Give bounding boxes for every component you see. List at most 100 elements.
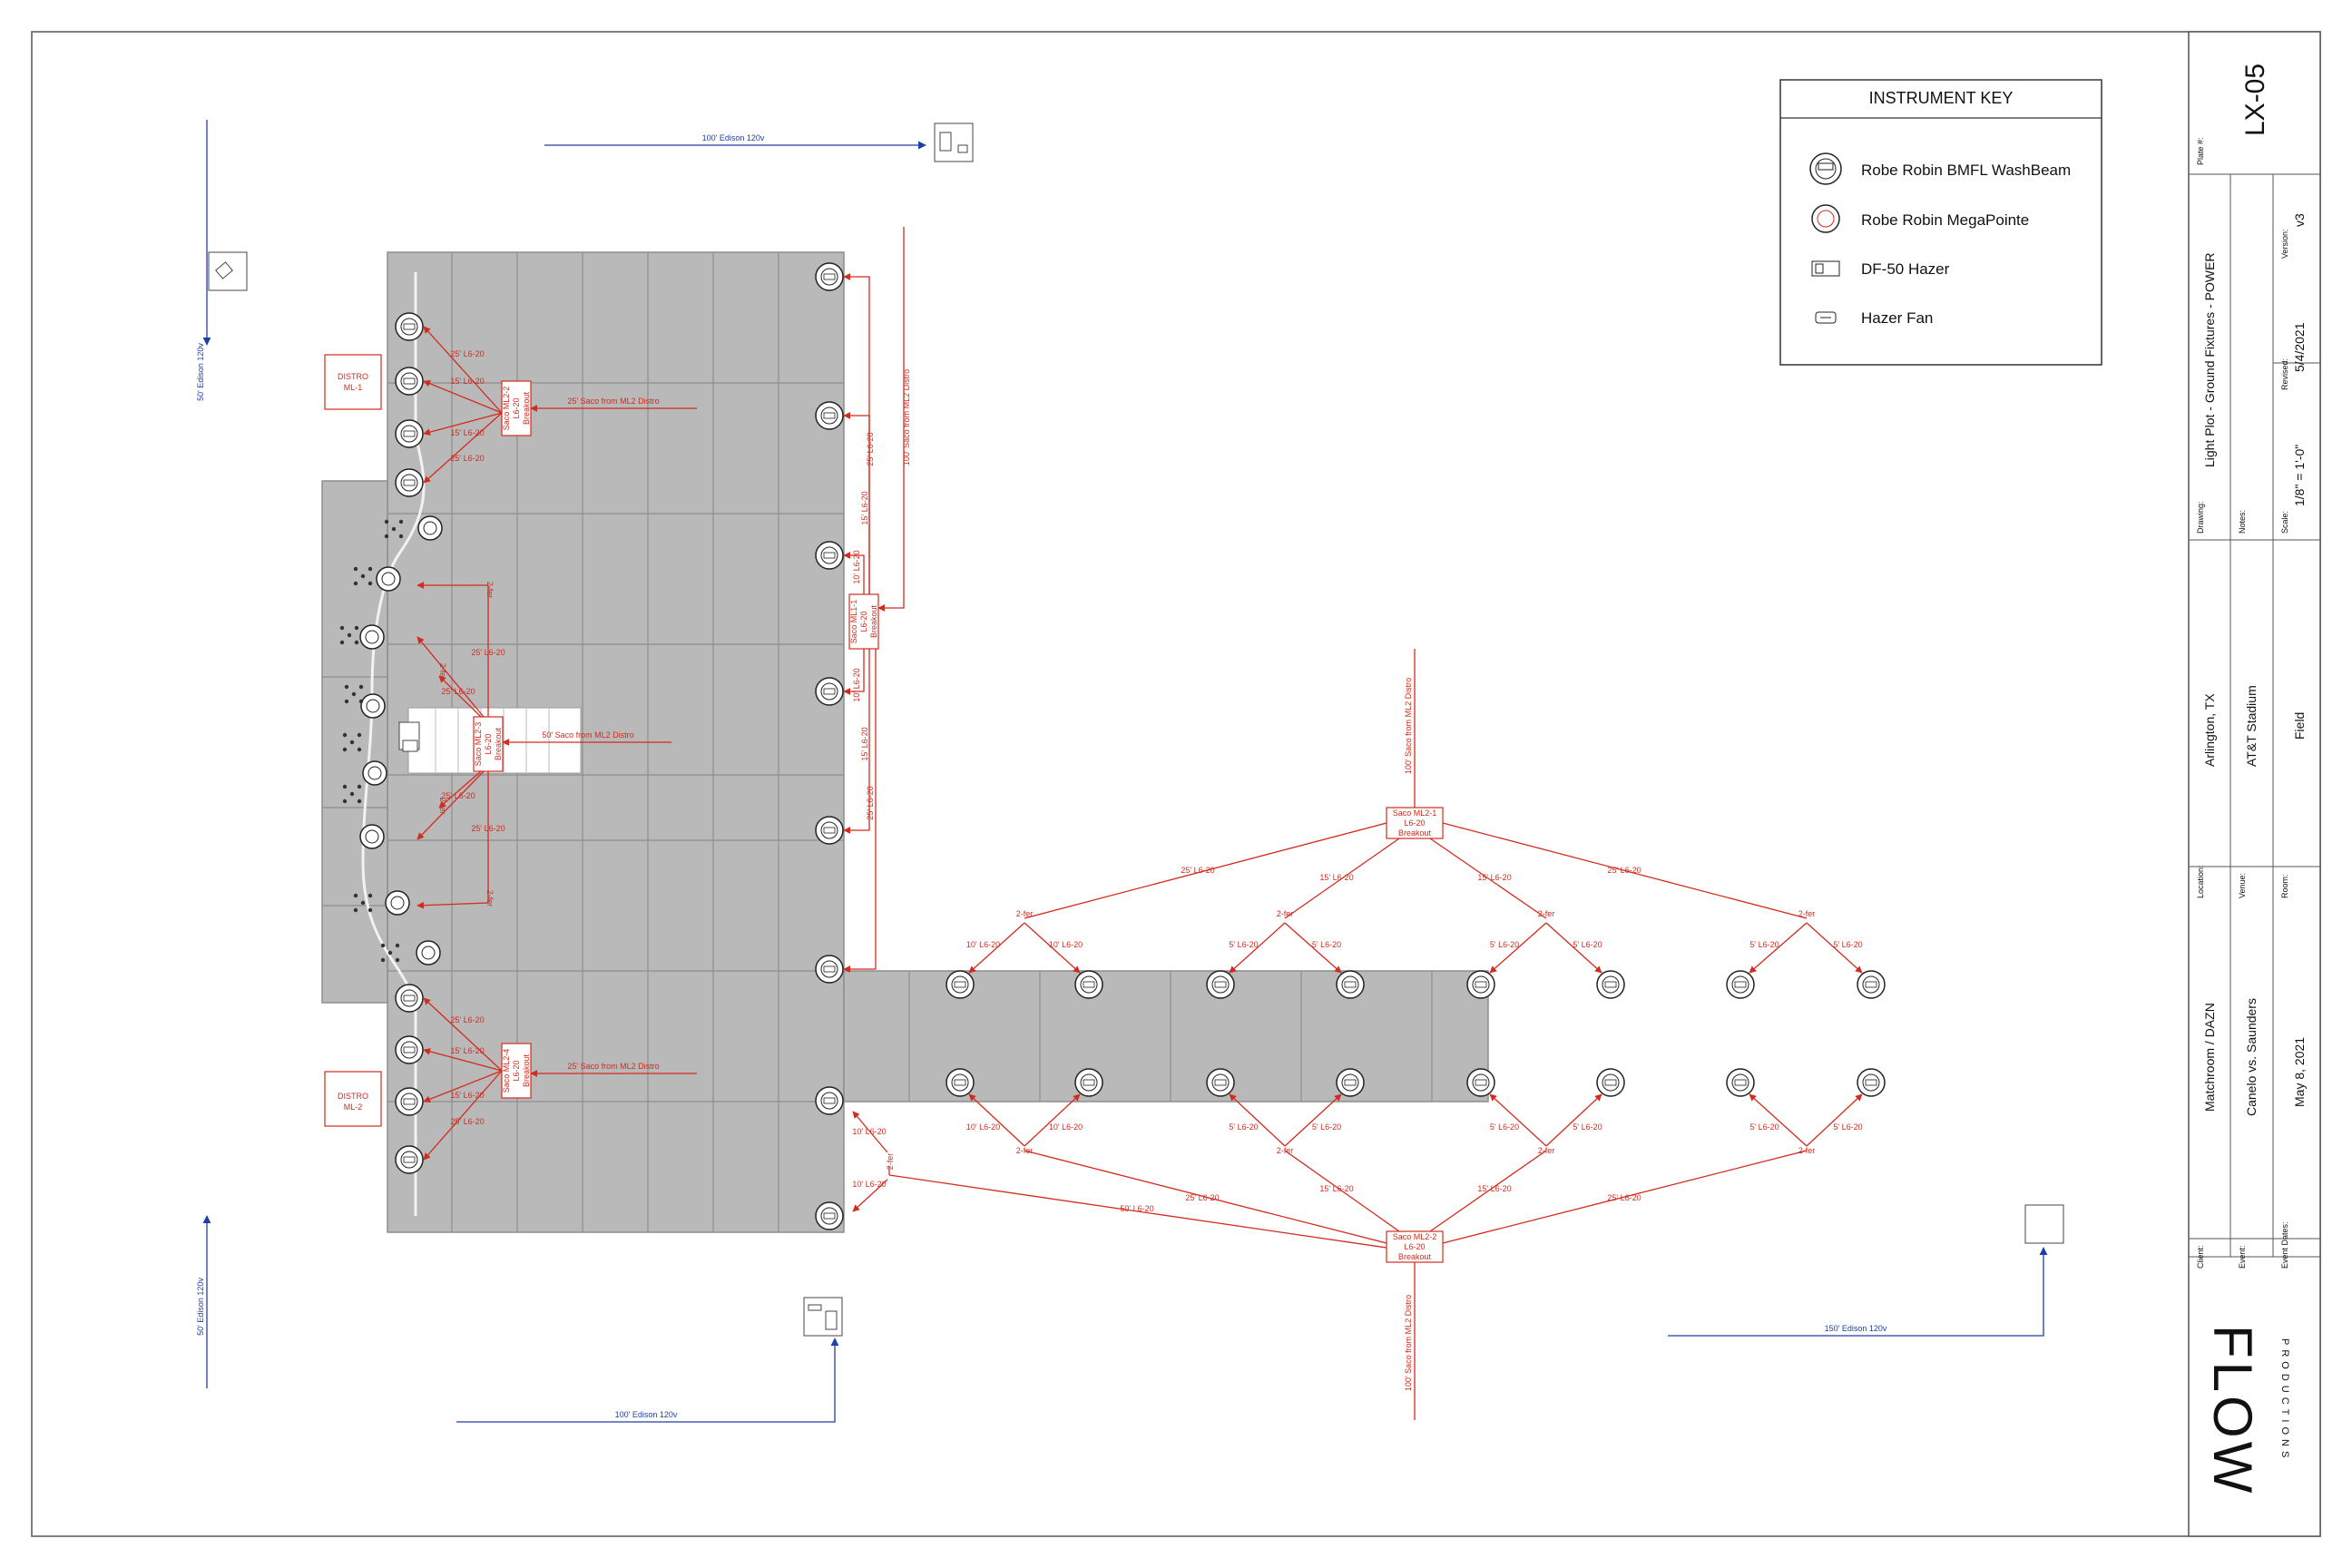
cable-label: 25' L6-20 (471, 648, 505, 657)
hazer-fan-icon (353, 566, 373, 586)
key-item-label: Hazer Fan (1861, 309, 1933, 327)
svg-text:DISTRO: DISTRO (338, 372, 368, 381)
key-title: INSTRUMENT KEY (1869, 89, 2014, 107)
cable-label: 100' Saco from ML2 Distro (1404, 1295, 1413, 1391)
power-cable (423, 412, 503, 436)
megapointe-fixture (359, 624, 385, 650)
svg-text:L6-20: L6-20 (512, 397, 521, 418)
cable-label: 100' Saco from ML2 Distro (902, 369, 911, 466)
version-label: Version: (2280, 229, 2289, 259)
cable-label: 5' L6-20 (1490, 940, 1519, 949)
key-item-label: Robe Robin BMFL WashBeam (1861, 162, 2071, 179)
hazer-fan-icon (380, 943, 400, 963)
megapointe-icon (1811, 204, 1840, 233)
power-cable (423, 1070, 503, 1161)
power-cable (438, 675, 482, 718)
cable-label: 50' Edison 120v (196, 1278, 205, 1336)
cable-label: 2-fer (438, 798, 447, 815)
plate-label: Plate #: (2196, 137, 2205, 165)
cable-label: 5' L6-20 (1833, 940, 1862, 949)
washbeam-fixture (1726, 970, 1755, 999)
washbeam-fixture (395, 367, 424, 396)
cable-label: 2-fer (1016, 909, 1034, 918)
power-cable (416, 771, 489, 909)
client-label: Client: (2196, 1245, 2205, 1269)
svg-text:Breakout: Breakout (869, 604, 878, 638)
event-value: Canelo vs. Saunders (2244, 998, 2259, 1116)
cable-label: 25' L6-20 (1185, 1193, 1219, 1202)
power-cable (1545, 1093, 1602, 1147)
svg-text:Breakout: Breakout (522, 391, 531, 425)
svg-text:Breakout: Breakout (1398, 828, 1432, 838)
cable-label: 25' L6-20 (471, 824, 505, 833)
room-label: Room: (2280, 874, 2289, 898)
megapointe-fixture (360, 693, 386, 719)
revised-label: Revised: (2280, 358, 2289, 390)
washbeam-fixture (395, 1087, 424, 1116)
cable-label: 2-fer (1277, 1146, 1294, 1155)
cable-label: 25' L6-20 (1181, 866, 1214, 875)
cable-label: 2-fer (1016, 1146, 1034, 1155)
megapointe-fixture (362, 760, 387, 786)
power-cable (1429, 1150, 1547, 1232)
power-cable (1024, 1150, 1387, 1244)
client-value: Matchroom / DAZN (2202, 1003, 2217, 1112)
cable-label: 15' L6-20 (1319, 1184, 1353, 1193)
svg-text:Saco ML1-1: Saco ML1-1 (849, 600, 858, 644)
room-value: Field (2292, 712, 2307, 740)
cable-label: 5' L6-20 (1749, 940, 1779, 949)
washbeam-fixture (1596, 970, 1625, 999)
power-cable (843, 649, 877, 973)
version-value: v3 (2292, 213, 2307, 227)
power-cable (843, 649, 870, 834)
cable-label: 10' L6-20 (852, 1127, 886, 1136)
power-cable (1442, 1150, 1808, 1244)
cable-label: 50' Edison 120v (196, 343, 205, 401)
cable-label: 10' L6-20 (1049, 1122, 1083, 1132)
runway-deck (843, 970, 1489, 1102)
cable-label: 15' L6-20 (1477, 1184, 1511, 1193)
power-cable (1429, 838, 1547, 919)
power-cable (423, 326, 503, 414)
hazer-icon (1811, 260, 1840, 277)
power-cable (1229, 922, 1286, 974)
cable-label: 25' L6-20 (1607, 1193, 1641, 1202)
washbeam-fixture (815, 401, 844, 430)
cable-label: 10' L6-20 (966, 1122, 1000, 1132)
cable-label: 2-fer (1277, 909, 1294, 918)
power-cable (1024, 922, 1081, 974)
cable-label: 5' L6-20 (1312, 940, 1341, 949)
power-cable (852, 1179, 888, 1212)
venue-label: Venue: (2238, 873, 2247, 898)
svg-text:Breakout: Breakout (1398, 1252, 1432, 1261)
distro-ml2: DISTRO ML-2 (324, 1071, 382, 1127)
power-cable (1284, 838, 1400, 919)
svg-text:Saco ML2-4: Saco ML2-4 (502, 1049, 511, 1093)
power-cable (968, 922, 1025, 974)
power-cable (416, 636, 485, 718)
hazer-icon (934, 122, 974, 162)
power-cable (1024, 822, 1387, 919)
cable-label: 2-fer (1798, 1146, 1816, 1155)
power-cable (843, 552, 865, 594)
cable-label: 5' L6-20 (1312, 1122, 1341, 1132)
cable-label: 2-fer (438, 663, 447, 681)
location-value: Arlington, TX (2202, 693, 2217, 767)
washbeam-fixture (815, 955, 844, 984)
power-cable (423, 997, 503, 1072)
washbeam-fixture (395, 312, 424, 341)
cable-label: 2-fer (485, 582, 495, 599)
power-cable (1545, 922, 1602, 974)
power-cable (423, 412, 503, 484)
cable-label: 10' L6-20 (852, 668, 861, 701)
event-label: Event: (2238, 1245, 2247, 1269)
svg-text:FLOW: FLOW (2202, 1325, 2263, 1496)
distro-ml1: DISTRO ML-1 (324, 354, 382, 410)
event-dates-label: Event Dates: (2280, 1221, 2289, 1269)
cable-label: 15' L6-20 (860, 491, 869, 524)
washbeam-fixture (1596, 1068, 1625, 1097)
washbeam-fixture (815, 541, 844, 570)
key-item-label: Robe Robin MegaPointe (1861, 211, 2029, 229)
